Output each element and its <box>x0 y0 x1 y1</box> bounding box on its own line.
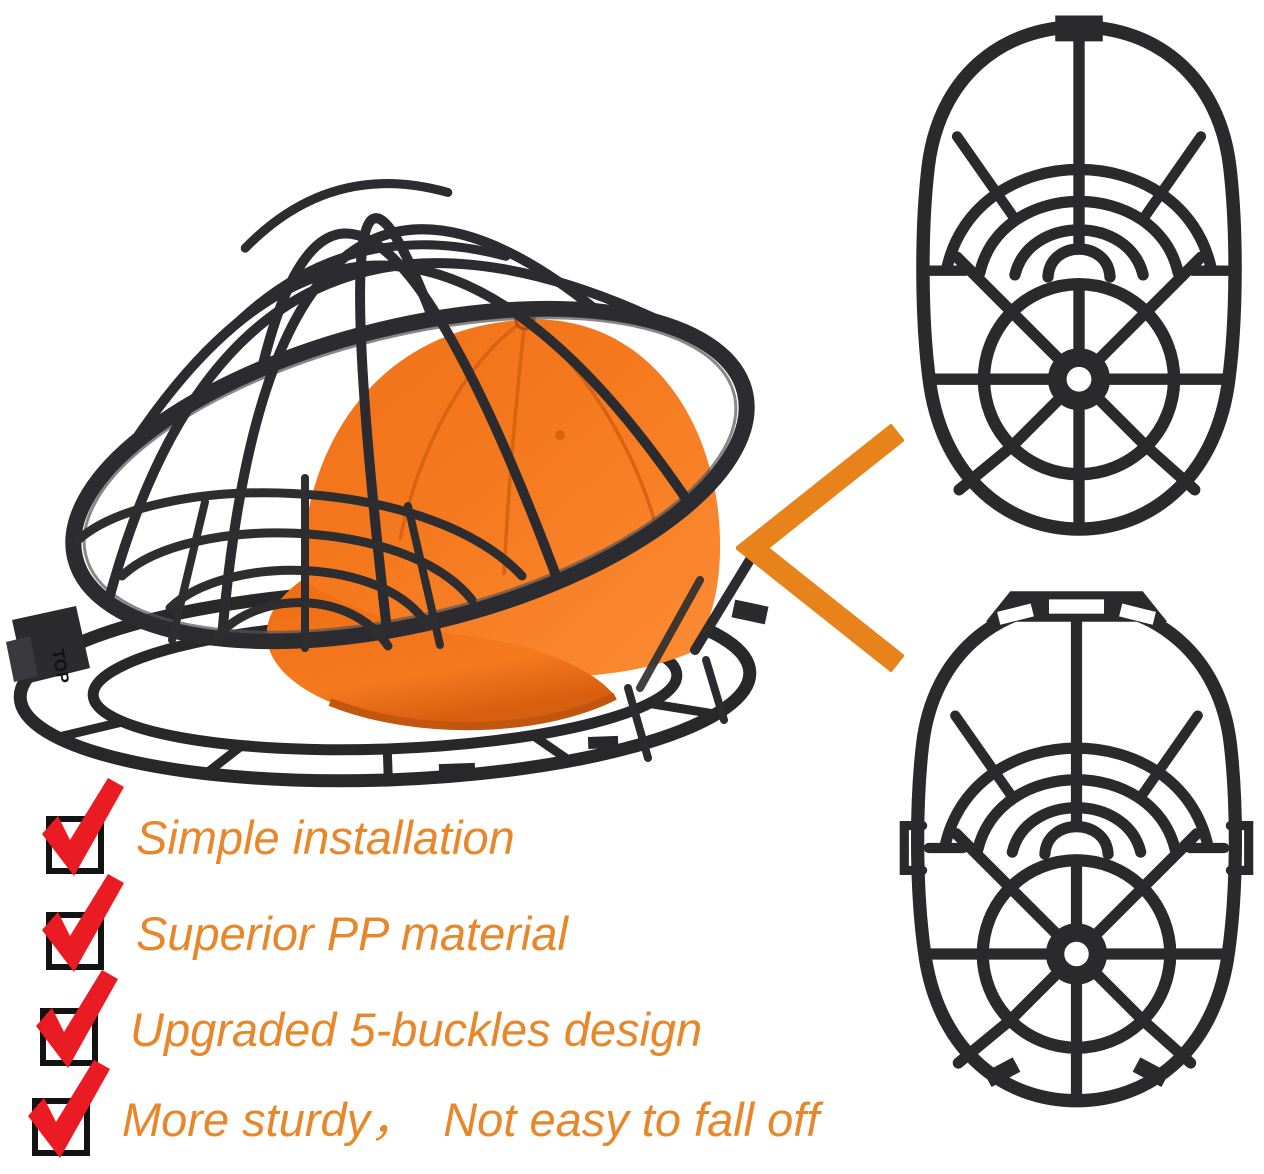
red-checkmark-icon <box>42 778 124 876</box>
base-right-tab <box>731 599 769 625</box>
bottom-half-side-buckles <box>899 821 1254 876</box>
base-left-clamp: TOP <box>6 606 90 685</box>
cage-rim-ring <box>65 300 755 650</box>
feature-item: Upgraded 5-buckles design <box>36 970 703 1068</box>
brim-web <box>73 474 527 652</box>
feature-item: More sturdy， Not easy to fall off <box>28 1060 820 1158</box>
bottom-half-bottom-buckles <box>983 1057 1170 1088</box>
top-half-outer-radials <box>924 251 1236 533</box>
dome-cage <box>65 179 755 650</box>
top-half-arches <box>941 163 1217 283</box>
checkbox-checked-icon <box>42 874 124 972</box>
top-half-hub <box>1048 348 1110 411</box>
feature-label: Simple installation <box>136 811 515 864</box>
base-frame-spokes <box>55 699 718 781</box>
bottom-half-spokes <box>977 854 1176 1054</box>
bottom-half-top-buckle-plate <box>985 591 1168 625</box>
cage-bottom-half-photo <box>899 591 1254 1108</box>
red-checkmark-icon <box>28 1060 110 1158</box>
feature-label: More sturdy， Not easy to fall off <box>122 1093 820 1146</box>
feature-item: Simple installation <box>42 778 515 876</box>
cap-brim-edge <box>328 692 617 731</box>
feature-label: Superior PP material <box>136 907 568 960</box>
bottom-half-hub <box>1045 923 1108 985</box>
checkbox-checked-icon <box>36 970 118 1068</box>
cage-top-half-photo <box>916 15 1242 536</box>
cap-eyelet <box>555 430 565 440</box>
bottom-half-arches <box>939 742 1214 860</box>
red-checkmark-icon <box>36 970 118 1068</box>
checkbox-checked-icon <box>42 778 124 876</box>
left-chevron-arrow-icon <box>736 424 904 672</box>
feature-item: Superior PP material <box>42 874 568 972</box>
assembled-cap-washer-photo: TOP <box>6 179 769 788</box>
feature-label: Upgraded 5-buckles design <box>130 1003 703 1056</box>
checkbox-checked-icon <box>28 1060 110 1158</box>
cage-latitude-ribs <box>223 179 511 337</box>
bottom-half-outer-radials <box>924 828 1231 1105</box>
red-checkmark-icon <box>42 874 124 972</box>
top-half-spokes <box>978 278 1180 480</box>
